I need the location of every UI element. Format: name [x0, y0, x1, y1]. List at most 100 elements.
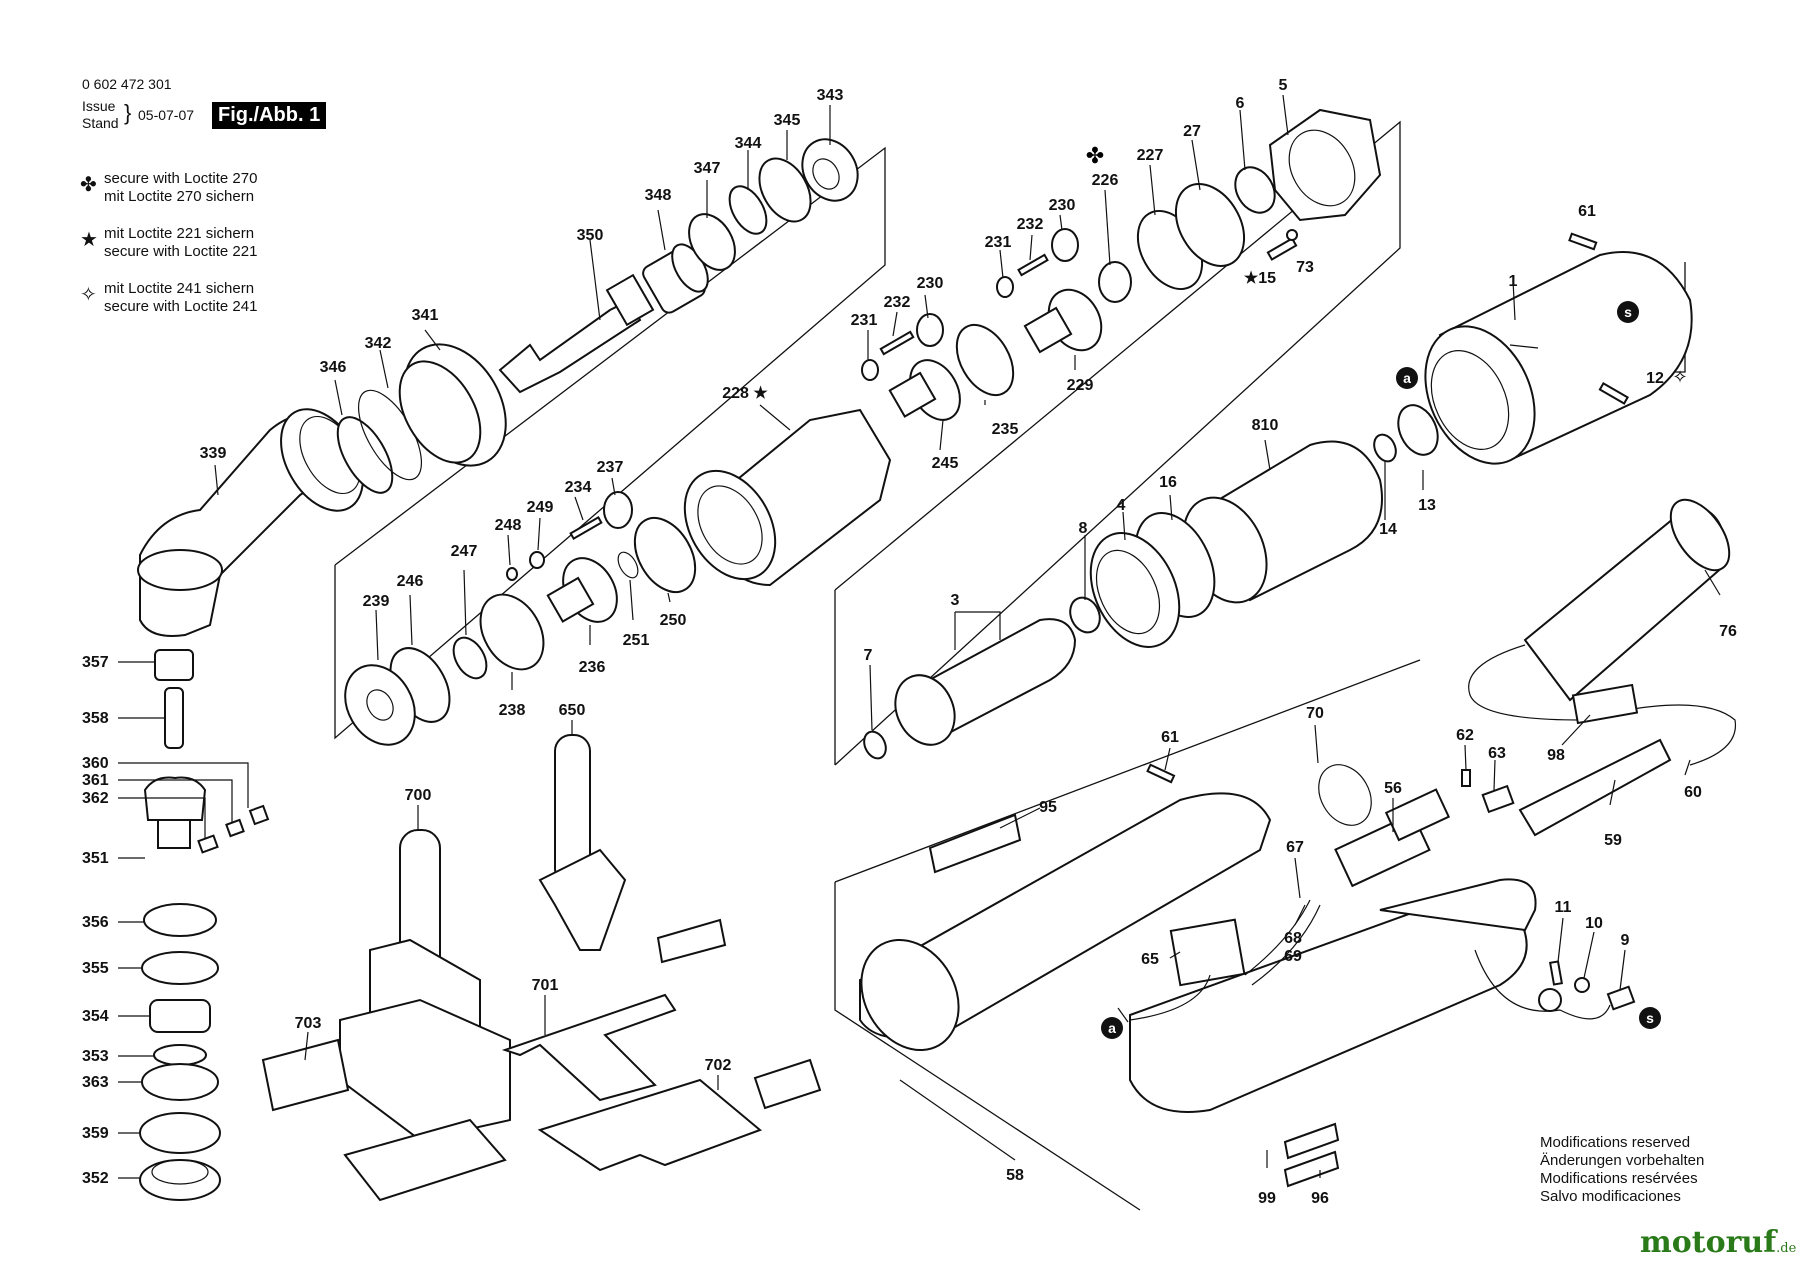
ring-70 [1318, 764, 1372, 826]
callout: 248 [495, 517, 522, 534]
callout: 354 [82, 1008, 109, 1025]
callout: 650 [559, 702, 586, 719]
pin-232 [879, 330, 915, 356]
modifications-note: Modifications reserved Änderungen vorbeh… [1540, 1134, 1704, 1206]
callout: 76 [1719, 623, 1737, 640]
bearing-8 [1069, 596, 1101, 634]
pin-232 [1017, 253, 1049, 277]
callout: 59 [1604, 832, 1622, 849]
planet-carrier-245 [888, 359, 961, 421]
marker-a-label: a [1403, 370, 1411, 386]
callout: 230 [917, 275, 944, 292]
callout: 250 [660, 612, 687, 629]
callout: 73 [1296, 259, 1314, 276]
washer-7 [863, 730, 887, 760]
callout: 251 [623, 632, 650, 649]
nut-360 [248, 804, 270, 826]
earth-symbol-icon [1538, 988, 1562, 1012]
needle-231 [861, 359, 879, 381]
callout: 703 [295, 1015, 322, 1032]
callout: 249 [527, 499, 554, 516]
pad-702b [753, 1058, 822, 1110]
callout: 67 [1286, 839, 1304, 856]
ring-238 [479, 593, 545, 671]
callout: 247 [451, 543, 478, 560]
callout: 60 [1684, 784, 1702, 801]
marker-s-label: s [1646, 1010, 1654, 1026]
frame-housing-bottom [834, 882, 1141, 1211]
mod-line: Salvo modificaciones [1540, 1188, 1681, 1205]
callout: 10 [1585, 915, 1603, 932]
callout: 238 [499, 702, 526, 719]
callout: 358 [82, 710, 109, 727]
callout: 343 [817, 87, 844, 104]
callout: 16 [1159, 474, 1177, 491]
callout: 68 [1284, 930, 1302, 947]
clover-icon: ✤ [1086, 143, 1104, 168]
wire-69 [1251, 904, 1321, 986]
callout: 345 [774, 112, 801, 129]
mod-line: Änderungen vorbehalten [1540, 1152, 1705, 1169]
housing-half-58 [1129, 878, 1537, 1113]
callout: 346 [320, 359, 347, 376]
pad-703b [343, 1118, 507, 1202]
callout: 352 [82, 1170, 109, 1187]
callout: 356 [82, 914, 109, 931]
pad-703 [261, 1038, 350, 1112]
gear-237 [603, 491, 633, 529]
callout: 246 [397, 573, 424, 590]
screw-12 [1598, 382, 1629, 405]
callout: 231 [985, 234, 1012, 251]
shaft-350 [498, 273, 655, 394]
earth-wire [1474, 949, 1611, 1020]
callout: 234 [565, 479, 592, 496]
callout: 342 [365, 335, 392, 352]
needle-bearing-354 [149, 999, 211, 1033]
pin-234 [569, 516, 603, 540]
screw-61 [1146, 763, 1176, 784]
gear-226 [1098, 261, 1132, 303]
clover-icon: ✤ [80, 174, 97, 196]
legend-line: mit Loctite 221 sichern [104, 225, 255, 242]
frame-housing-top [834, 659, 1421, 883]
callout: 701 [532, 977, 559, 994]
knurled-nut-341 [398, 343, 507, 467]
ring-13 [1397, 404, 1439, 456]
callout: 239 [363, 593, 390, 610]
callout: 70 [1306, 705, 1324, 722]
callout: 227 [1137, 147, 1164, 164]
callout: 63 [1488, 745, 1506, 762]
callout: 9 [1621, 932, 1630, 949]
four-point-star-icon: ✧ [1672, 367, 1687, 387]
marker-s-icon: s [1639, 1007, 1661, 1029]
callout: 351 [82, 850, 109, 867]
issue-label: Issue [82, 98, 116, 114]
ring-353 [153, 1044, 207, 1066]
mod-line: Modifications resérvées [1540, 1170, 1698, 1187]
figure-title: Fig./Abb. 1 [212, 102, 327, 129]
stand-label: Stand [82, 115, 119, 131]
brand-name: motoruf [1640, 1225, 1777, 1260]
bearing-cup-352 [139, 1159, 221, 1201]
callout: 353 [82, 1048, 109, 1065]
marker-s-icon: s [1617, 301, 1639, 323]
callout: 235 [992, 421, 1019, 438]
washer-248 [506, 567, 518, 581]
housing-nut-5 [1268, 108, 1382, 222]
callout: 62 [1456, 727, 1474, 744]
callout: 363 [82, 1074, 109, 1091]
washer-247 [452, 636, 488, 680]
screw-62 [1461, 769, 1471, 787]
callout: 65 [1141, 951, 1159, 968]
bevel-gear-351 [143, 776, 207, 849]
four-point-star-icon: ✧ [80, 284, 97, 306]
washer-344 [728, 185, 768, 235]
gear-230 [916, 313, 944, 347]
ring-14 [1373, 433, 1397, 463]
gear-230 [1051, 228, 1079, 262]
pin-358 [164, 687, 184, 749]
callout: 11 [1555, 899, 1572, 916]
label-99 [1283, 1122, 1340, 1160]
cable-grommet-76 [1523, 498, 1731, 702]
callout: 355 [82, 960, 109, 977]
